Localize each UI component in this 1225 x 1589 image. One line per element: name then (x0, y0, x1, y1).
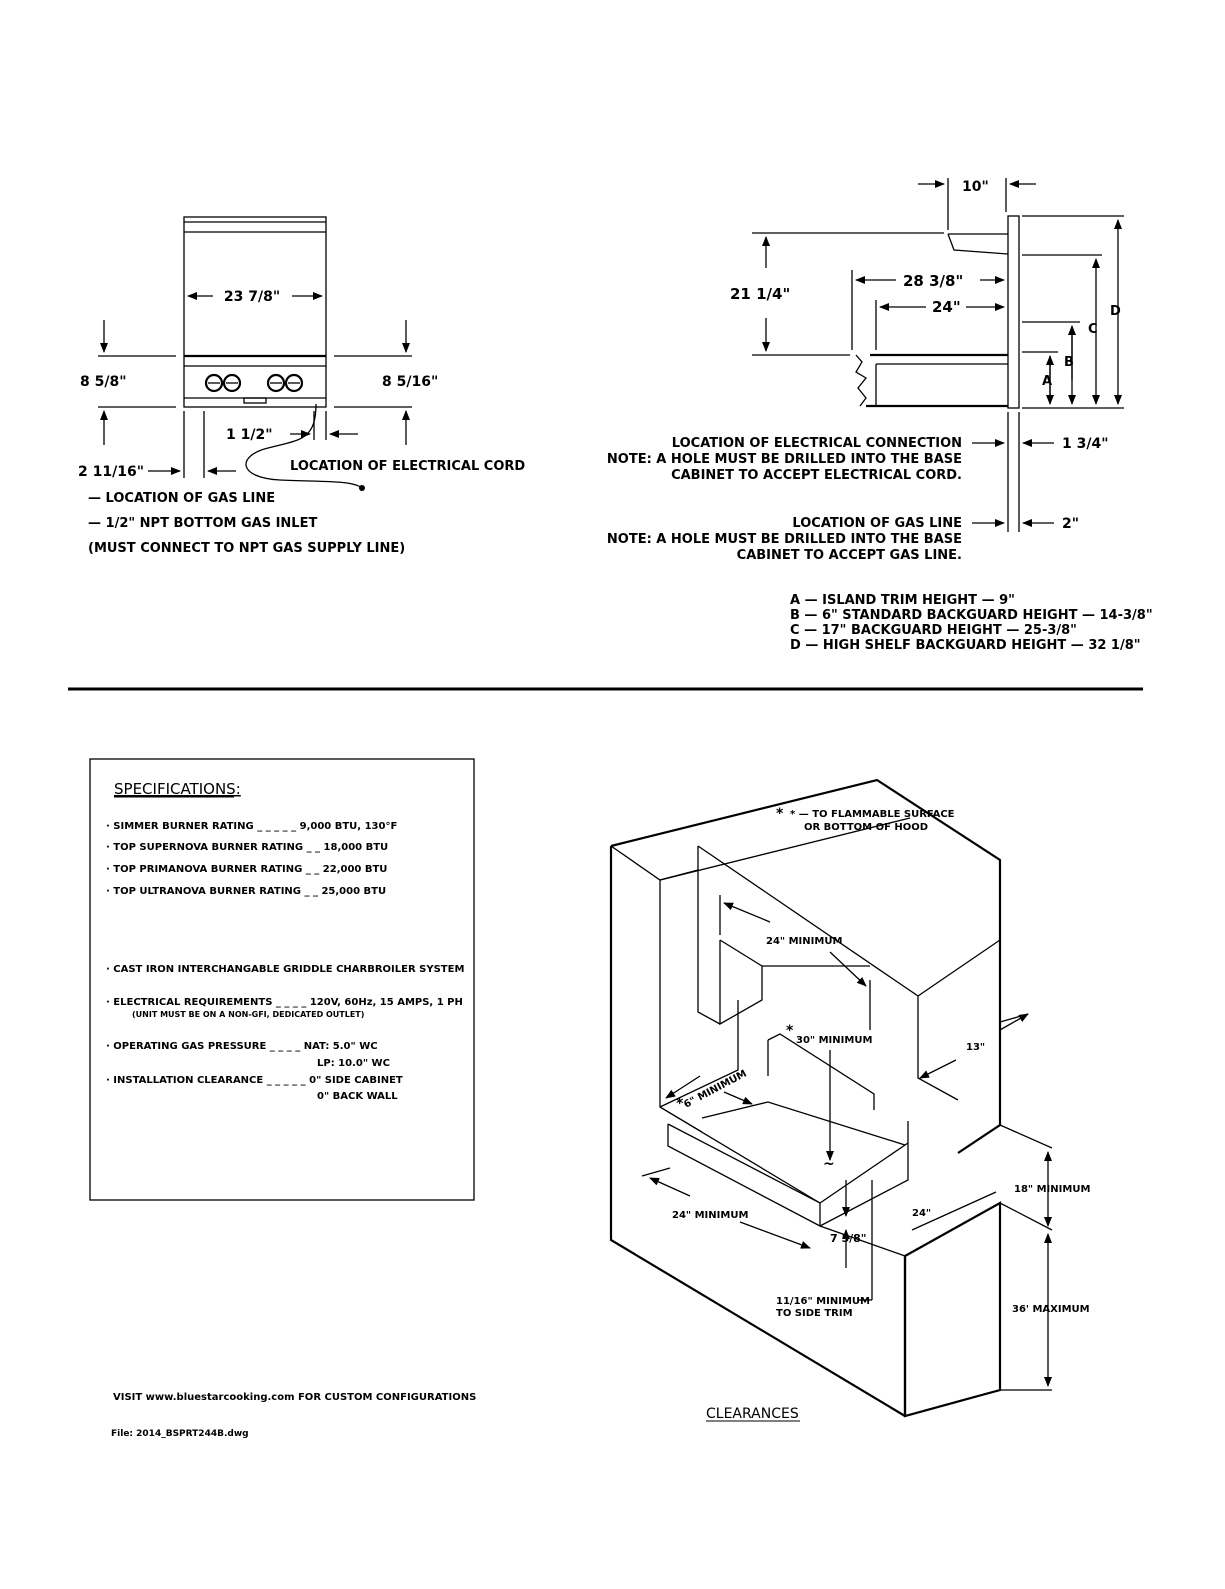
front-view: 23 7/8" 8 5/8" 8 5/16" 1 1/2" 2 11/16" L… (78, 216, 525, 556)
front-right-height: 8 5/16" (382, 374, 438, 390)
spec-clearance-2: 0" BACK WALL (317, 1091, 398, 1102)
side-depth-1: 28 3/8" (903, 272, 963, 290)
legend-d: D — HIGH SHELF BACKGUARD HEIGHT — 32 1/8… (790, 638, 1141, 653)
squiggle: ~ (823, 1156, 835, 1172)
side-elec-loc: LOCATION OF ELECTRICAL CONNECTION (672, 436, 962, 451)
specifications-box: SPECIFICATIONS: · SIMMER BURNER RATING _… (89, 758, 475, 1201)
spec-row-2: · TOP SUPERNOVA BURNER RATING _ _ 18,000… (106, 842, 388, 853)
front-note-2: — 1/2" NPT BOTTOM GAS INLET (88, 516, 317, 531)
label-a: A (1042, 374, 1052, 389)
above-star: * (786, 1023, 794, 1039)
side-elec-note-2: CABINET TO ACCEPT ELECTRICAL CORD. (671, 468, 962, 483)
side-gas-dim: 2" (1062, 516, 1079, 532)
front-offset: 1 1/2" (226, 427, 273, 443)
side-depth-2: 24" (932, 298, 961, 316)
front-note-3: (MUST CONNECT TO NPT GAS SUPPLY LINE) (88, 541, 405, 556)
spec-gas-2: LP: 10.0" WC (317, 1058, 390, 1069)
spec-system: · CAST IRON INTERCHANGABLE GRIDDLE CHARB… (106, 964, 464, 975)
side-clearance: 6" MINIMUM (682, 1068, 749, 1110)
front-cord-label: LOCATION OF ELECTRICAL CORD (290, 459, 525, 474)
above-clearance: 30" MINIMUM (796, 1035, 872, 1046)
spec-row-3: · TOP PRIMANOVA BURNER RATING _ _ 22,000… (106, 864, 387, 875)
drop-dim: 7 5/8" (830, 1232, 867, 1245)
spec-row-1: · SIMMER BURNER RATING _ _ _ _ _ 9,000 B… (106, 821, 397, 832)
file-note: File: 2014_BSPRT244B.dwg (111, 1429, 249, 1439)
plug-icon (359, 485, 365, 491)
legend-b: B — 6" STANDARD BACKGUARD HEIGHT — 14-3/… (790, 608, 1153, 623)
label-c: C (1088, 322, 1098, 337)
clearance-note-2: OR BOTTOM OF HOOD (804, 822, 928, 833)
range-front-outline (183, 216, 327, 408)
range-side-outline (855, 215, 1020, 409)
clearances-diagram: * * — TO FLAMMABLE SURFACE OR BOTTOM OF … (609, 778, 1090, 1422)
counter-width: 24" MINIMUM (672, 1210, 748, 1221)
spec-clearance: · INSTALLATION CLEARANCE _ _ _ _ _ 0" SI… (106, 1075, 403, 1086)
front-width: 23 7/8" (224, 289, 280, 305)
front-note-1: — LOCATION OF GAS LINE (88, 491, 275, 506)
depth-clearance: 13" (966, 1042, 985, 1053)
trim-2: TO SIDE TRIM (776, 1308, 853, 1319)
clearances-title: CLEARANCES (706, 1406, 799, 1422)
label-b: B (1064, 355, 1074, 370)
side-view: 10" 21 1/4" 28 3/8" 24" A (607, 178, 1153, 653)
counter-height: 36' MAXIMUM (1012, 1304, 1090, 1315)
trim-1: 11/16" MINIMUM (776, 1296, 870, 1307)
clearance-star-note: * (776, 806, 784, 822)
isometric-cabinet (609, 778, 1002, 1418)
spec-gas: · OPERATING GAS PRESSURE _ _ _ _ NAT: 5.… (106, 1041, 378, 1052)
side-top: 10" (962, 179, 989, 195)
spec-elec-sub: (UNIT MUST BE ON A NON-GFI, DEDICATED OU… (132, 1010, 364, 1019)
label-d: D (1110, 304, 1121, 319)
side-elec-dim: 1 3/4" (1062, 436, 1109, 452)
front-left-offset: 2 11/16" (78, 464, 144, 480)
electrical-cord (245, 403, 363, 489)
visit-note: VISIT www.bluestarcooking.com FOR CUSTOM… (113, 1392, 476, 1403)
side-star: * (676, 1096, 684, 1112)
side-gas-note-1: NOTE: A HOLE MUST BE DRILLED INTO THE BA… (607, 532, 962, 547)
front-left-height: 8 5/8" (80, 374, 127, 390)
hood-width: 24" MINIMUM (766, 936, 842, 947)
spec-row-4: · TOP ULTRANOVA BURNER RATING _ _ 25,000… (106, 886, 386, 897)
side-height: 21 1/4" (730, 285, 790, 303)
specs-title: SPECIFICATIONS: (114, 780, 241, 798)
counter-depth: 24" (912, 1208, 931, 1219)
side-gas-loc: LOCATION OF GAS LINE (792, 516, 962, 531)
side-gas-note-2: CABINET TO ACCEPT GAS LINE. (737, 548, 962, 563)
spec-elec: · ELECTRICAL REQUIREMENTS _ _ _ _ 120V, … (106, 997, 463, 1008)
side-elec-note-1: NOTE: A HOLE MUST BE DRILLED INTO THE BA… (607, 452, 962, 467)
legend-c: C — 17" BACKGUARD HEIGHT — 25-3/8" (790, 623, 1077, 638)
backguard-height-dims (1022, 215, 1124, 409)
legend-a: A — ISLAND TRIM HEIGHT — 9" (790, 593, 1015, 608)
above-counter: 18" MINIMUM (1014, 1184, 1090, 1195)
clearance-note-1: * — TO FLAMMABLE SURFACE (790, 809, 955, 820)
